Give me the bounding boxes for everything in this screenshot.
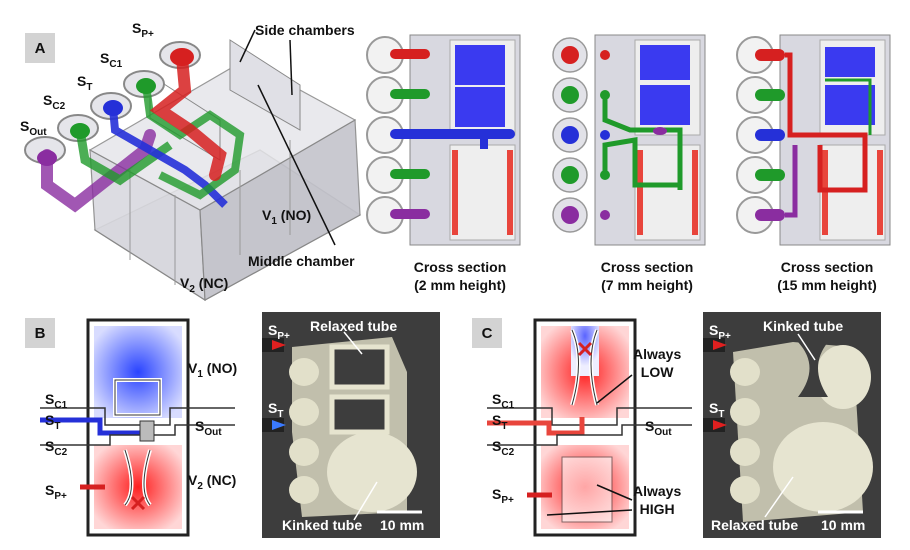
- c-photo-sp: SP+: [709, 322, 731, 342]
- cross-section-2mm: [366, 34, 521, 246]
- middle-chamber-label: Middle chamber: [248, 253, 355, 269]
- c-label-st: ST: [492, 412, 508, 432]
- cross-sections: [366, 34, 891, 246]
- panel-c-photo: Kinked tube SP+ ST Relaxed tube 10 mm: [703, 312, 881, 538]
- port-label-sc2: SC2: [43, 92, 66, 112]
- port-label-st: ST: [77, 73, 93, 93]
- b-photo-sp: SP+: [268, 322, 290, 342]
- c-label-sp: SP+: [492, 486, 514, 506]
- panel-b-photo: Relaxed tube SP+ ST Kinked tube 10 mm: [262, 312, 440, 538]
- b-photo-st: ST: [268, 400, 284, 420]
- c-photo-st: ST: [709, 400, 725, 420]
- port-label-sout: SOut: [20, 118, 47, 138]
- b-label-v2: V2 (NC): [188, 472, 237, 492]
- c-label-sc2: SC2: [492, 438, 515, 458]
- b-label-sc2: SC2: [45, 438, 68, 458]
- panel-b-schematic: [40, 318, 235, 537]
- b-photo-scale: 10 mm: [380, 517, 425, 533]
- port-label-sp: SP+: [132, 20, 154, 40]
- c-photo-scale: 10 mm: [821, 517, 866, 533]
- c-label-sc1: SC1: [492, 391, 515, 411]
- v1-label: V1 (NO): [262, 207, 312, 227]
- b-label-sout: SOut: [195, 418, 222, 438]
- b-label-sp: SP+: [45, 482, 67, 502]
- panel-a-tag: A: [25, 33, 55, 63]
- panel-b-tag: B: [25, 318, 55, 348]
- port-label-sc1: SC1: [100, 50, 123, 70]
- b-photo-bottom-label: Kinked tube: [282, 517, 363, 533]
- side-chambers-label: Side chambers: [255, 22, 355, 38]
- b-label-sc1: SC1: [45, 391, 68, 411]
- b-label-v1: V1 (NO): [188, 360, 238, 380]
- c-label-sout: SOut: [645, 418, 672, 438]
- panel-c-schematic: [487, 318, 692, 537]
- cross-section-caption-2: Cross section(7 mm height): [600, 259, 694, 293]
- b-label-st: ST: [45, 412, 61, 432]
- panel-c-tag: C: [472, 318, 502, 348]
- cross-section-caption-3: Cross section(15 mm height): [777, 259, 877, 293]
- valve-3d-render: [24, 29, 362, 302]
- cross-section-7mm: [552, 34, 706, 246]
- c-photo-top-label: Kinked tube: [763, 318, 844, 334]
- cross-section-15mm: [736, 34, 891, 246]
- b-photo-top-label: Relaxed tube: [310, 318, 398, 334]
- cross-section-caption-1: Cross section(2 mm height): [413, 259, 507, 293]
- c-photo-bottom-label: Relaxed tube: [711, 517, 799, 533]
- v2-label: V2 (NC): [180, 275, 229, 295]
